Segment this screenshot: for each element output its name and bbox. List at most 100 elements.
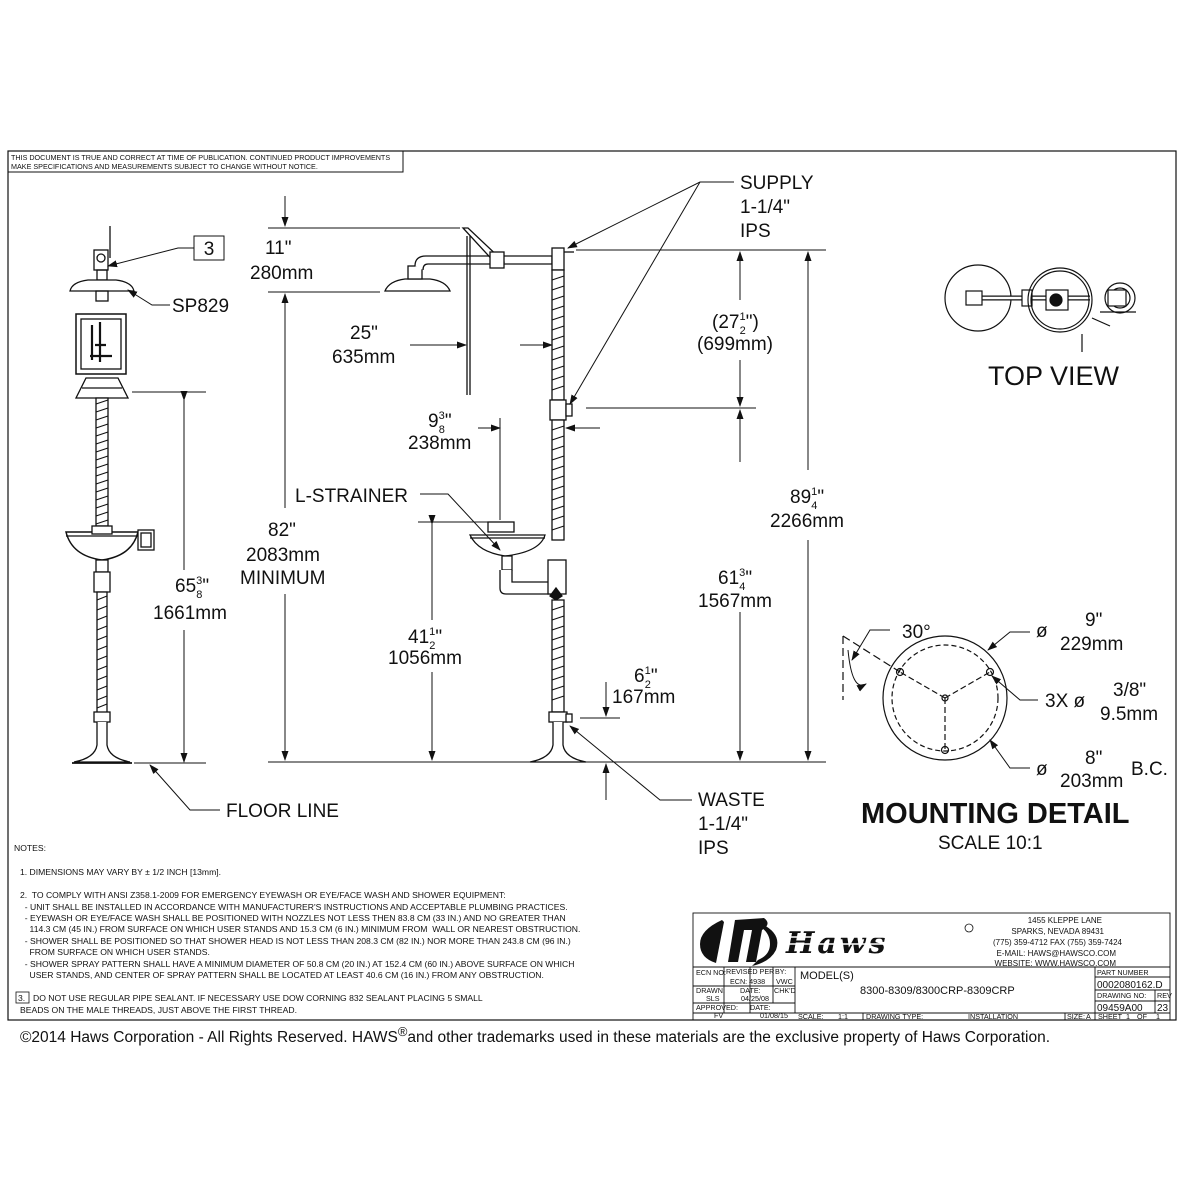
- models-value: 8300-8309/8300CRP-8309CRP: [860, 985, 1015, 997]
- hole-dia-mm: 9.5mm: [1100, 704, 1158, 725]
- chkd-label: CHK'D: [774, 986, 796, 995]
- waste-leader: [569, 725, 692, 801]
- disclaimer-line-1: THIS DOCUMENT IS TRUE AND CORRECT AT TIM…: [11, 153, 390, 162]
- ecn-no-label: ECN NO:: [696, 968, 726, 977]
- bowl-offset-dimension: [478, 418, 600, 520]
- showerhead-label: SP829: [172, 296, 229, 317]
- arm-reach-mm: 635mm: [332, 347, 395, 368]
- note-2-line-4: - SHOWER SHALL BE POSITIONED SO THAT SHO…: [20, 936, 571, 946]
- strainer-leader: [420, 493, 501, 551]
- of-label: OF: [1137, 1012, 1148, 1021]
- min-height-dimension: [268, 296, 530, 763]
- drawing-type-label: DRAWING TYPE:: [866, 1012, 923, 1021]
- rev-label: REV: [1157, 991, 1172, 1000]
- sheet-value: 1: [1126, 1012, 1130, 1021]
- note-tag-3-box: [193, 235, 225, 261]
- bc-dia-mm: 203mm: [1060, 771, 1123, 792]
- mounting-detail-leaders: [847, 629, 1038, 769]
- sheet-label: SHEET: [1098, 1012, 1123, 1021]
- drawn-label: DRAWN:: [696, 986, 725, 995]
- note-tag-3: 3: [204, 239, 215, 260]
- scale-label: SCALE:: [798, 1012, 824, 1021]
- waste-size: 1-1/4": [698, 814, 748, 835]
- supply-size: 1-1/4": [740, 197, 790, 218]
- front-view: [65, 226, 155, 764]
- disclaimer-line-2: MAKE SPECIFICATIONS AND MEASUREMENTS SUB…: [11, 162, 318, 171]
- bowl-height-dimension: [418, 515, 488, 761]
- shower-drop-mm: 280mm: [250, 263, 313, 284]
- waste-type: IPS: [698, 838, 729, 859]
- supply-type: IPS: [740, 221, 771, 242]
- note-2-line-3: 114.3 CM (45 IN.) FROM SURFACE ON WHICH …: [20, 924, 580, 934]
- note-2-line-7: USER STANDS, AND CENTER OF SPRAY PATTERN…: [20, 970, 544, 980]
- note-2-line-0: 2. TO COMPLY WITH ANSI Z358.1-2009 FOR E…: [20, 890, 506, 900]
- notes-heading: NOTES:: [14, 843, 46, 853]
- strainer-label: L-STRAINER: [295, 486, 408, 507]
- note-1: 1. DIMENSIONS MAY VARY BY ± 1/2 INCH [13…: [20, 867, 221, 877]
- drawing-no: 09459A00: [1097, 1003, 1143, 1014]
- side-view: [384, 227, 587, 763]
- top-view-label: TOP VIEW: [988, 361, 1120, 391]
- disclaimer-box: THIS DOCUMENT IS TRUE AND CORRECT AT TIM…: [7, 150, 404, 173]
- revised-label: REVISED PER: [726, 967, 774, 976]
- note-2-line-6: - SHOWER SPRAY PATTERN SHALL HAVE A MINI…: [20, 959, 574, 969]
- title-block: [692, 912, 1171, 1021]
- supply-height-mm: 1567mm: [698, 591, 772, 612]
- copyright-line: ©2014 Haws Corporation - All Rights Rese…: [20, 1024, 1050, 1047]
- note-2-line-5: FROM SURFACE ON WHICH USER STANDS.: [20, 947, 210, 957]
- by-label: BY:: [775, 967, 786, 976]
- waste-height-dimension: [580, 682, 620, 800]
- min-height-mm: 2083mm: [246, 545, 320, 566]
- approved-date: 01/08/15: [760, 1011, 788, 1020]
- mounting-detail-title: MOUNTING DETAIL: [861, 798, 1130, 830]
- waste-height-mm: 167mm: [612, 687, 675, 708]
- ecn-by: VWC: [776, 977, 793, 986]
- mounting-detail-scale: SCALE 10:1: [938, 833, 1043, 854]
- part-number: 0002080162.D: [1097, 980, 1163, 991]
- front-spiral-pattern: [95, 399, 109, 709]
- note-3-line-2: BEADS ON THE MALE THREADS, JUST ABOVE TH…: [20, 1005, 297, 1015]
- outer-dia-symbol: ø: [1036, 621, 1048, 642]
- address-line-1: 1455 KLEPPE LANE: [1028, 916, 1102, 925]
- outer-dia-mm: 229mm: [1060, 634, 1123, 655]
- size-value: A: [1086, 1012, 1091, 1021]
- notes: NOTES: 1. DIMENSIONS MAY VARY BY ± 1/2 I…: [14, 843, 580, 1015]
- phone-fax: (775) 359-4712 FAX (755) 359-7424: [993, 938, 1123, 947]
- bowl-offset-mm: 238mm: [408, 433, 471, 454]
- approved-label: APPROVED:: [696, 1003, 738, 1012]
- supply-leaders: [567, 181, 734, 405]
- hole-dia-in: 3/8": [1113, 680, 1146, 701]
- min-height-in: 82": [268, 520, 296, 541]
- holes-prefix: 3X ø: [1045, 691, 1086, 712]
- note-2-line-1: - UNIT SHALL BE INSTALLED IN ACCORDANCE …: [20, 902, 568, 912]
- drawing-type: INSTALLATION: [968, 1012, 1018, 1021]
- models-label: MODEL(S): [800, 970, 854, 982]
- bc-dia-symbol: ø: [1036, 759, 1048, 780]
- waste-label: WASTE: [698, 790, 765, 811]
- front-height-dimension: [132, 391, 206, 764]
- bc-dia-in: 8": [1085, 748, 1102, 769]
- side-spiral-pattern: [551, 275, 565, 701]
- total-height-mm: 2266mm: [770, 511, 844, 532]
- drawn-date: 04/25/08: [741, 994, 769, 1003]
- part-number-label: PART NUMBER: [1097, 968, 1149, 977]
- note-2-line-2: - EYEWASH OR EYE/FACE WASH SHALL BE POSI…: [20, 913, 566, 923]
- right-height-dimensions: [576, 249, 826, 763]
- registered-mark: ®: [397, 1024, 408, 1039]
- size-label: SIZE:: [1067, 1012, 1085, 1021]
- address-line-2: SPARKS, NEVADA 89431: [1011, 927, 1104, 936]
- approved-date-label: DATE:: [750, 1003, 771, 1012]
- ecn-value: ECN: 4938: [730, 977, 765, 986]
- showerhead-leader: [127, 289, 170, 306]
- sheets-value: 1: [1156, 1012, 1160, 1021]
- approved-by: FV: [714, 1011, 723, 1020]
- drawing-no-label: DRAWING NO:: [1097, 991, 1146, 1000]
- upper-gap-mm: (699mm): [697, 334, 773, 355]
- floor-leader: [149, 764, 220, 811]
- drawing-border: [7, 150, 1177, 1021]
